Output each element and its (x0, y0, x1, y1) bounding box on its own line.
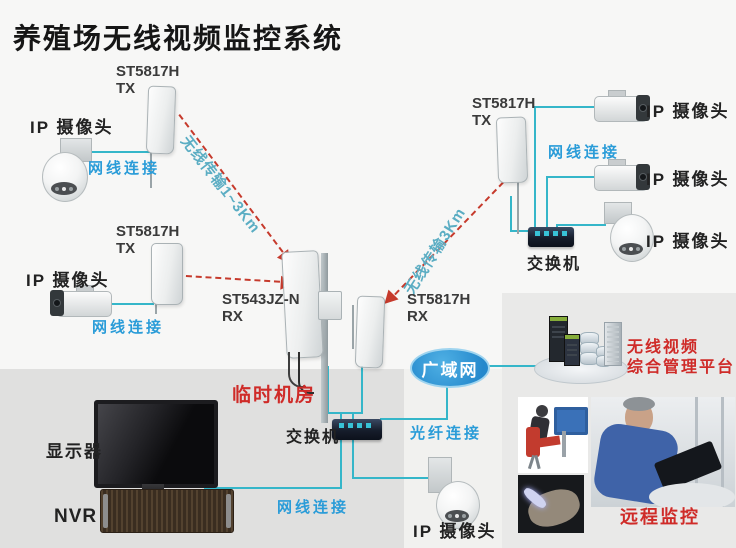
remote-label: 远程监控 (620, 507, 700, 527)
role-text: RX (407, 308, 428, 325)
device-model-label: ST543JZ-N RX (222, 291, 300, 325)
device-model-label: ST5817H TX (472, 95, 535, 129)
bullet-camera-icon (594, 159, 654, 191)
antenna-cable (288, 352, 306, 388)
cable-label: 网线连接 (277, 499, 350, 516)
wireless-distance-label: 无线传输3Km (401, 204, 470, 298)
remote-laptop-photo (591, 397, 735, 507)
cable-line (510, 196, 512, 232)
model-text: ST5817H (116, 223, 180, 240)
device-model-label: ST5817H TX (116, 63, 179, 97)
role-text: TX (116, 80, 136, 97)
antenna-pole (517, 182, 519, 234)
remote-phone-photo (518, 475, 584, 533)
cable-line (546, 176, 598, 178)
camera-label: IP 摄像头 (646, 102, 730, 121)
cable-label: 网线连接 (548, 144, 621, 161)
page-title: 养殖场无线视频监控系统 (13, 23, 344, 54)
fiber-label: 光纤连接 (410, 425, 483, 442)
camera-label: IP 摄像头 (413, 522, 497, 541)
wan-cloud: 广域网 (410, 348, 490, 388)
camera-label: IP 摄像头 (30, 118, 114, 137)
model-text: ST5817H (116, 63, 180, 80)
ptz-camera-icon (600, 202, 656, 262)
cable-line (361, 352, 363, 414)
nvr-icon (100, 489, 234, 533)
cable-label: 网线连接 (88, 160, 161, 177)
camera-label: IP 摄像头 (26, 271, 110, 290)
wireless-bridge-rx-right (354, 295, 386, 369)
platform-label-line2: 综合管理平台 (627, 359, 736, 376)
wan-platform-line (484, 365, 536, 367)
switch-label: 交换机 (286, 429, 341, 446)
switch-icon (528, 227, 574, 247)
cable-line (76, 151, 151, 153)
camera-label: IP 摄像头 (646, 232, 730, 251)
role-text: TX (472, 112, 492, 129)
cable-line (556, 224, 606, 226)
antenna-cable (298, 352, 314, 394)
switch-icon (332, 419, 382, 440)
model-text: ST5817H (472, 95, 536, 112)
model-text: ST543JZ-N (222, 291, 300, 308)
cable-line (327, 366, 329, 414)
fiber-line (446, 384, 448, 420)
bullet-camera-icon (46, 285, 112, 317)
cable-line (340, 439, 342, 489)
wireless-arrow-left2 (185, 275, 302, 292)
cable-line (534, 106, 536, 232)
cable-line (352, 477, 434, 479)
temp-room-label: 临时机房 (232, 385, 317, 406)
model-text: ST5817H (407, 291, 471, 308)
cable-label: 网线连接 (92, 319, 165, 336)
fiber-line (380, 418, 448, 420)
platform-label: 无线视频 综合管理平台 (627, 338, 735, 378)
platform-label-line1: 无线视频 (627, 339, 700, 356)
device-model-label: ST5817H RX (407, 291, 470, 325)
cable-line (352, 412, 354, 421)
remote-user-photo (518, 397, 588, 473)
cable-line (88, 303, 154, 305)
role-text: RX (222, 308, 243, 325)
monitor-label: 显示器 (46, 442, 103, 461)
cable-line (352, 439, 354, 479)
camera-label: IP 摄像头 (646, 170, 730, 189)
nvr-label: NVR (54, 506, 98, 527)
wireless-bridge-tx-mid-left (151, 243, 183, 305)
cable-line (546, 176, 548, 232)
antenna-pole (352, 305, 354, 349)
antenna-mast (321, 253, 328, 423)
cable-line (340, 412, 342, 421)
cable-line (534, 106, 598, 108)
cable-line (510, 230, 536, 232)
wireless-distance-label: 无线传输1~3Km (177, 132, 264, 237)
switch-label: 交换机 (527, 256, 582, 273)
platform-icon (534, 312, 630, 384)
ptz-camera-icon (38, 136, 96, 202)
device-model-label: ST5817H TX (116, 223, 179, 257)
cable-line (204, 487, 342, 489)
bullet-camera-icon (594, 90, 654, 122)
role-text: TX (116, 240, 136, 257)
antenna-junction-box (318, 291, 342, 320)
cable-line (327, 412, 363, 414)
ptz-camera-icon (428, 455, 480, 529)
